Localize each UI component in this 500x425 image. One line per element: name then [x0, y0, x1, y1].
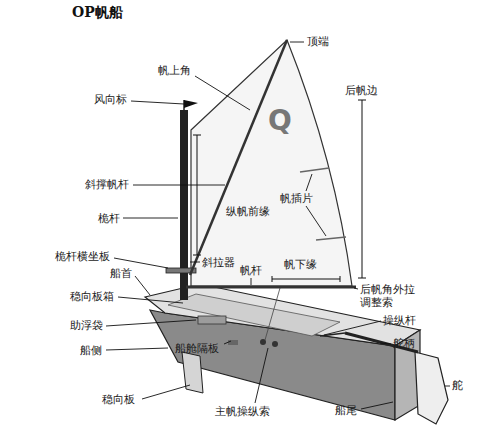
part-label: 船尾	[335, 404, 357, 417]
part-label: 舵	[452, 379, 463, 392]
leader-line	[106, 42, 450, 409]
part-label: 帆插片	[280, 192, 313, 205]
mainsheet	[265, 288, 280, 340]
part-label: 桅杆横坐板	[55, 250, 110, 263]
batten	[316, 237, 346, 240]
part-label: 主帆操纵索	[215, 405, 270, 418]
part-label: 后帆角外拉 调整索	[360, 283, 422, 309]
tiller	[345, 333, 418, 352]
part-label: 稳向板箱	[70, 290, 114, 303]
part-label: 帆杆	[240, 264, 262, 277]
part-label: 斜撑帆杆	[85, 178, 129, 191]
part-label: 操纵杆	[383, 314, 416, 327]
sail	[191, 40, 352, 286]
part-label: 纵帆前缘	[226, 205, 270, 218]
part-label: 后帆边	[345, 84, 378, 97]
tiller-extension	[320, 333, 345, 336]
part-label: 船侧	[80, 344, 102, 357]
boom	[186, 286, 356, 289]
part-label: 助浮袋	[70, 319, 103, 332]
wind-vane	[184, 100, 198, 108]
rudder	[415, 352, 448, 424]
part-label: 舵柄	[393, 337, 415, 350]
sprit	[190, 40, 287, 275]
part-label: 稳向板	[102, 393, 135, 406]
batten	[300, 168, 329, 172]
part-label: 帆上角	[158, 64, 191, 77]
mainsheet-block	[272, 341, 278, 347]
part-label: 斜拉器	[202, 256, 235, 269]
part-label: 帆下缘	[284, 258, 317, 271]
sail-letter: Q	[268, 106, 292, 137]
buoyancy-bag	[198, 316, 226, 324]
title: OP帆船	[72, 4, 123, 22]
part-label: 风向标	[94, 93, 127, 106]
bulkhead	[228, 340, 238, 345]
part-label: 桅杆	[98, 212, 120, 225]
cockpit	[168, 294, 340, 336]
part-label: 顶端	[307, 35, 329, 48]
bracket	[193, 100, 366, 282]
part-label: 船舱隔板	[175, 342, 219, 355]
part-label: 船首	[110, 267, 132, 280]
